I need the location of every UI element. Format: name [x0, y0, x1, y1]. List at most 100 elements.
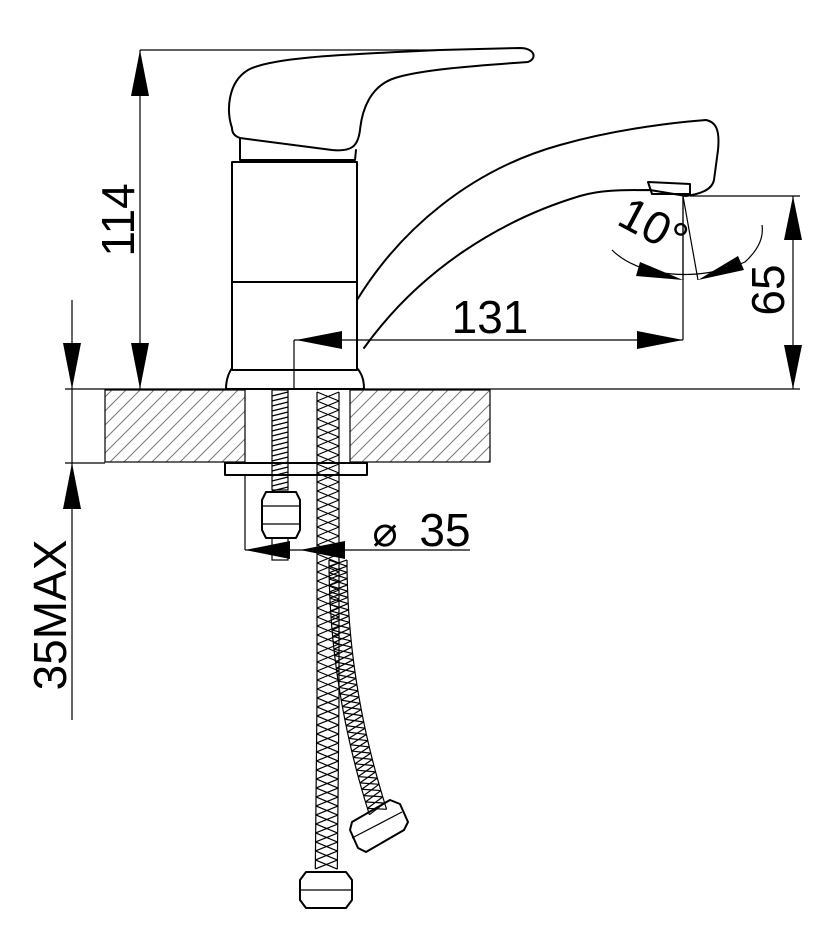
- spout: [356, 119, 720, 349]
- hose-braid-stroke: [316, 517, 340, 528]
- hose-braid-stroke: [349, 733, 367, 746]
- reach-arrow-left: [296, 331, 342, 349]
- hose-braid-stroke: [316, 526, 340, 537]
- hatch-line: [137, 390, 211, 462]
- hatch-line: [151, 390, 225, 462]
- hatch-line: [403, 390, 477, 462]
- spout-height-label: 65: [742, 264, 794, 315]
- hose-braid-stroke: [316, 706, 340, 717]
- thread-tooth: [271, 466, 289, 472]
- hose-braid-stroke: [316, 598, 340, 609]
- hose-braid-stroke: [315, 850, 338, 861]
- hose-braid-stroke: [316, 409, 340, 420]
- hatch-line: [179, 390, 253, 462]
- hose-edge-right: [336, 392, 340, 870]
- hose-braid-stroke: [316, 481, 340, 492]
- hose-braid-stroke: [315, 832, 338, 843]
- hose-braid-stroke: [336, 659, 354, 669]
- diameter-arrow-right: [300, 541, 345, 559]
- hatch-line: [389, 390, 463, 462]
- hatch-line: [109, 390, 183, 462]
- hose-braid-stroke: [345, 715, 363, 727]
- hex-nut: [261, 491, 301, 539]
- thread-tooth: [271, 481, 289, 487]
- hose-braid-stroke: [339, 684, 358, 695]
- thread-tooth: [271, 426, 289, 432]
- reach-arrow-right: [637, 331, 683, 349]
- hose-braid-stroke: [316, 418, 340, 429]
- hose-braid-stroke: [316, 463, 340, 474]
- hose-braid-stroke: [348, 727, 366, 739]
- hose-braid-stroke: [337, 671, 356, 682]
- hose-braid-stroke: [316, 688, 340, 699]
- height-arrow-top: [131, 50, 149, 96]
- dimension-spout-reach: 131: [293, 196, 684, 390]
- hose-braid-stroke: [343, 702, 361, 714]
- hose-braid-stroke: [367, 796, 384, 809]
- spout-reach-label: 131: [452, 291, 529, 343]
- hose-braid-stroke: [315, 841, 338, 852]
- hatch-line: [375, 390, 449, 462]
- hatch-line: [473, 445, 490, 462]
- thread-tooth: [271, 476, 289, 482]
- hatch-line: [459, 431, 490, 462]
- hose-braid-stroke: [356, 758, 373, 771]
- handle-cap: [239, 137, 357, 161]
- hatch-line: [347, 390, 421, 462]
- hose-braid-stroke: [316, 436, 340, 447]
- angle-tilted-reference: [682, 195, 699, 281]
- hose-braid-stroke: [328, 559, 348, 567]
- thread-tooth: [271, 441, 289, 447]
- hose-braid-stroke: [338, 677, 357, 688]
- hose-braid-stroke: [334, 646, 353, 657]
- hose-braid-stroke: [330, 603, 349, 612]
- hose-braid-stroke: [316, 571, 340, 582]
- threaded-rod: [271, 391, 289, 492]
- thread-tooth: [271, 406, 289, 412]
- hatch-line: [105, 390, 127, 412]
- mounting-hole: [245, 390, 350, 462]
- spout-height-arrow-top: [784, 196, 802, 240]
- thread-tooth: [271, 456, 289, 462]
- hose-fitting-main: [299, 871, 353, 909]
- thickness-arrow-top: [63, 343, 81, 389]
- hose-braid-stroke: [333, 640, 352, 650]
- hose-braid-stroke: [316, 652, 340, 663]
- mounting-hardware: [224, 389, 368, 561]
- hatch-line: [487, 459, 490, 462]
- hose-braid-stroke: [316, 499, 340, 510]
- hole-diameter-label: 35: [419, 504, 470, 556]
- hose-braid-stroke: [316, 427, 340, 438]
- diameter-arrow-left: [245, 541, 290, 559]
- hose-braid-stroke: [336, 665, 355, 676]
- hose-braid-stroke: [316, 679, 340, 690]
- thread-tooth: [271, 391, 289, 397]
- dimension-counter-thickness: 35MAX: [24, 300, 81, 720]
- dimension-spout-angle: 10°: [611, 187, 763, 281]
- threaded-rod-outline: [271, 389, 289, 491]
- hose-braid-stroke: [316, 589, 340, 600]
- hose-braid-stroke: [330, 609, 349, 618]
- hose-braid-stroke: [316, 643, 340, 654]
- dimension-spout-height: 65: [690, 195, 802, 389]
- hose-braid-stroke: [316, 670, 340, 681]
- hose-braid-stroke: [359, 771, 376, 784]
- hose-braid-stroke: [316, 742, 339, 753]
- hose-braid-stroke: [352, 746, 370, 758]
- hose-braid-stroke: [363, 783, 380, 797]
- hose-braid-stroke: [354, 752, 372, 765]
- thread-tooth: [271, 436, 289, 442]
- hose-braid-stroke: [329, 571, 348, 580]
- angle-arrow-left: [636, 262, 683, 280]
- hose-braid-stroke: [315, 814, 339, 825]
- hose-edge-left: [314, 392, 318, 869]
- hose-braid-stroke: [347, 721, 365, 733]
- hose-braid-stroke: [316, 697, 340, 708]
- hose-braid-stroke: [331, 621, 350, 631]
- faucet-body: [225, 47, 720, 390]
- hatch-line: [361, 390, 435, 462]
- hatch-line: [123, 390, 197, 462]
- hose-braid-stroke: [316, 490, 340, 501]
- thread-tooth: [271, 431, 289, 437]
